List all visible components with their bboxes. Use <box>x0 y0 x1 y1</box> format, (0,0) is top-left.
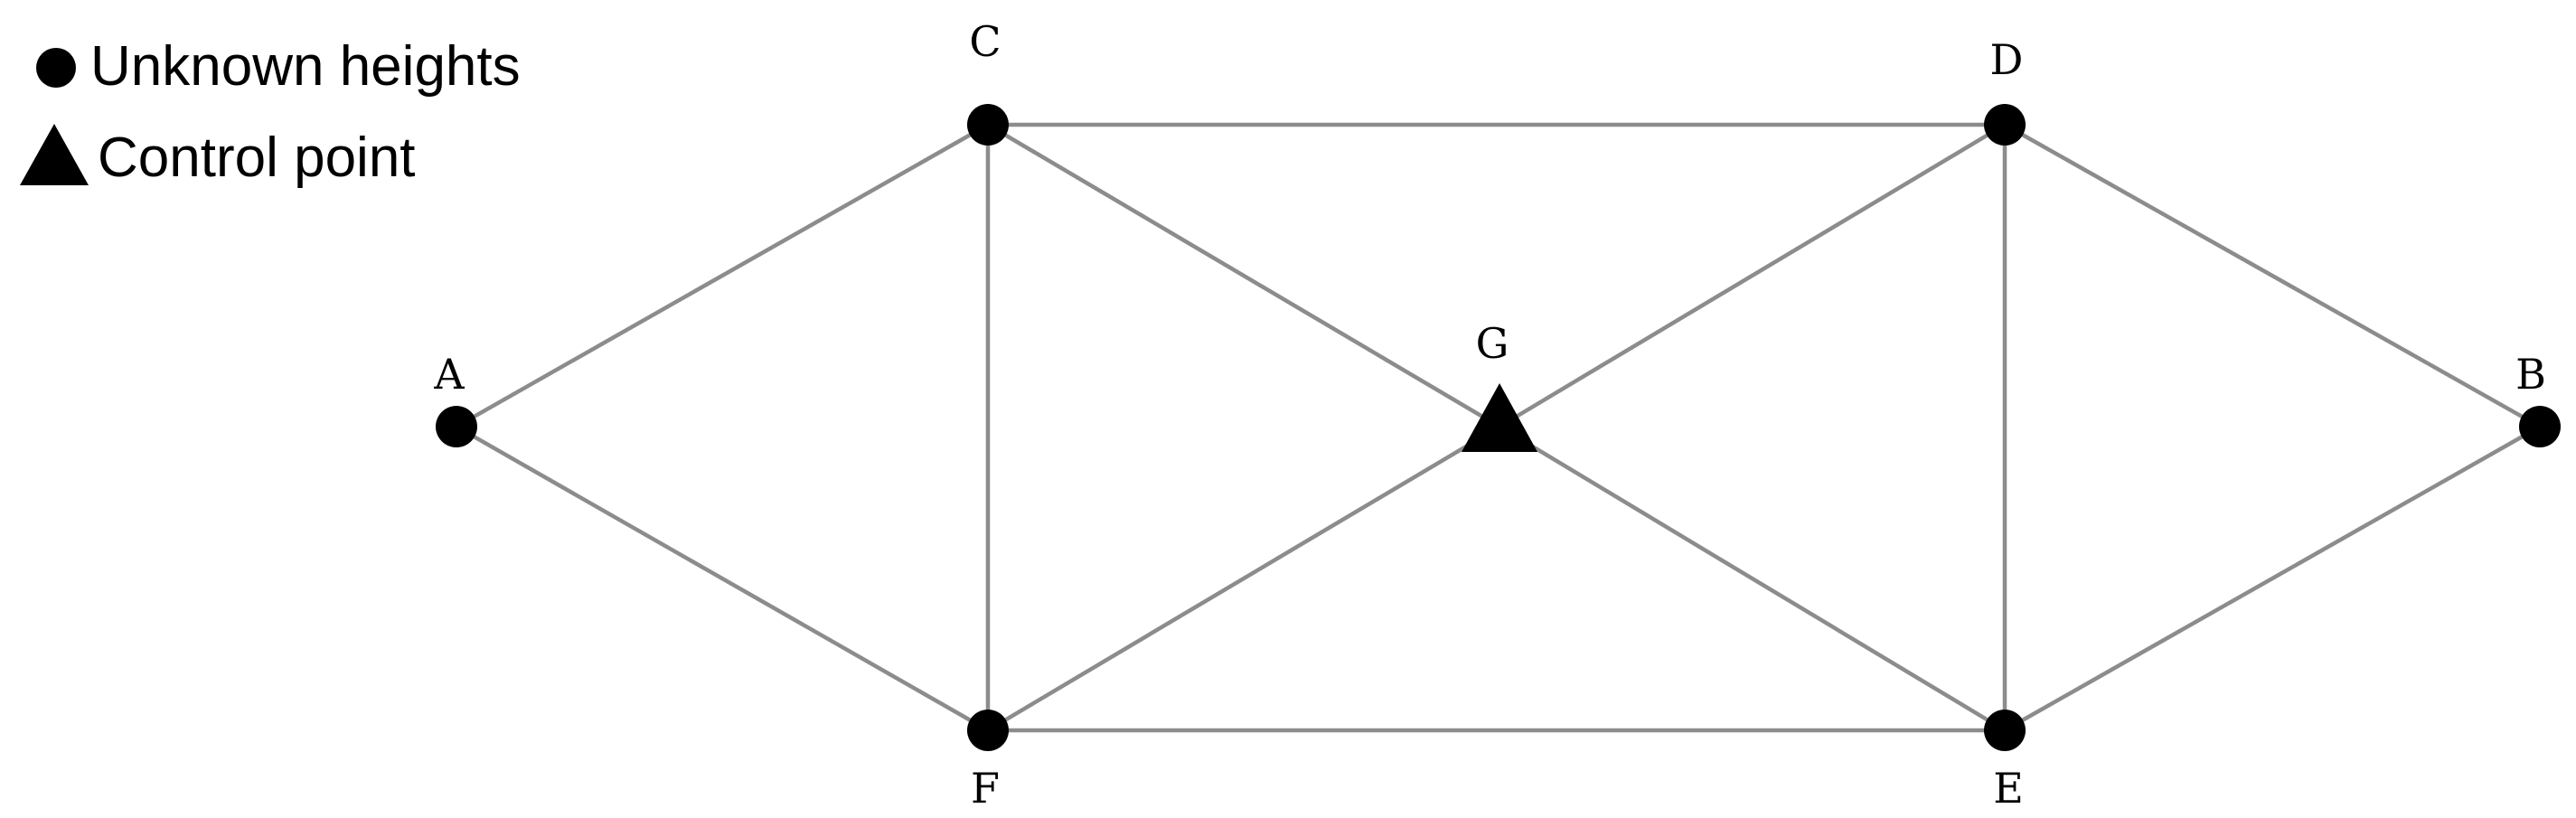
edge-a-f <box>455 425 990 732</box>
control-point-marker-g <box>1462 383 1537 452</box>
unknown-height-marker-f <box>967 710 1009 751</box>
edge-g-e <box>1498 425 2007 732</box>
legend-dot-icon <box>36 48 76 88</box>
nodes-layer: A B C D E F G <box>433 17 2561 813</box>
edge-d-g <box>1498 123 2007 428</box>
edge-f-g <box>986 425 1501 732</box>
node-label-b: B <box>2515 350 2546 399</box>
node-label-c: C <box>969 17 1001 66</box>
node-label-e: E <box>1993 764 2024 813</box>
legend-triangle-icon <box>20 124 89 185</box>
unknown-height-marker-c <box>967 104 1009 146</box>
legend-unknown-heights-label: Unknown heights <box>90 35 521 98</box>
node-label-a: A <box>433 350 465 399</box>
edge-c-g <box>986 123 1501 428</box>
unknown-height-marker-e <box>1984 710 2026 751</box>
legend: Unknown heights Control point <box>20 35 521 189</box>
node-label-d: D <box>1990 35 2024 84</box>
unknown-height-marker-a <box>436 406 477 447</box>
unknown-height-marker-b <box>2519 406 2561 447</box>
legend-control-point-label: Control point <box>98 127 416 189</box>
edge-d-b <box>2003 123 2542 428</box>
edge-e-b <box>2003 425 2542 732</box>
node-label-g: G <box>1476 319 1509 368</box>
edges-layer <box>455 122 2542 733</box>
node-label-f: F <box>971 764 1000 813</box>
unknown-height-marker-d <box>1984 104 2026 146</box>
edge-a-c <box>455 123 990 428</box>
